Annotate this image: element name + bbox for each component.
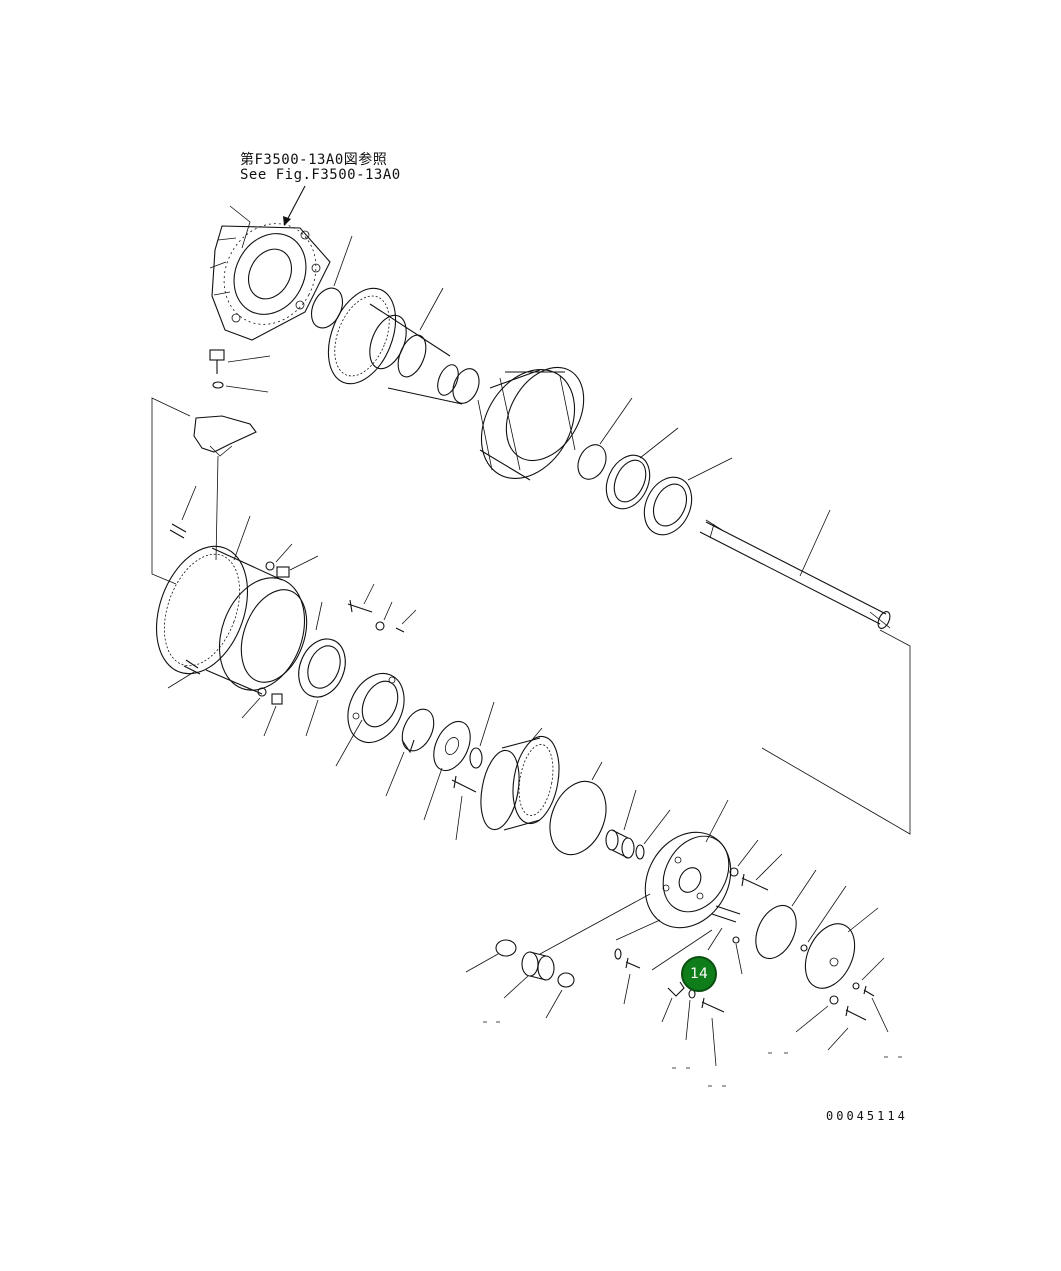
washer (852, 982, 860, 990)
plug (863, 985, 875, 997)
cover (804, 923, 856, 989)
part-callout-badge[interactable]: 14 (681, 956, 717, 992)
snap-ring (635, 844, 645, 860)
washer (375, 621, 385, 631)
bolt (701, 997, 725, 1013)
ball (614, 948, 622, 960)
nut (276, 566, 290, 578)
o-ring (549, 780, 607, 856)
nut (271, 693, 283, 705)
washer (212, 381, 224, 389)
bracket (193, 415, 257, 457)
washer (265, 561, 275, 571)
bolt (845, 1005, 867, 1021)
housing-flange (209, 205, 331, 341)
washer (257, 687, 267, 697)
plug (395, 627, 405, 633)
thrust-washer (433, 720, 471, 772)
bearing (643, 476, 693, 536)
bolt (209, 349, 225, 374)
bolt (741, 873, 769, 891)
bolt (451, 775, 477, 793)
floating-seal (605, 454, 651, 510)
clip (667, 981, 685, 997)
ball (732, 936, 740, 944)
reference-note-japanese: 第F3500-13A0図参照 (240, 152, 388, 168)
washer (829, 995, 839, 1005)
ring-gear-housing (477, 366, 585, 481)
reference-note-english: See Fig.F3500-13A0 (240, 167, 401, 183)
ring-gear (480, 735, 560, 831)
o-ring (577, 444, 607, 480)
plug (800, 944, 808, 952)
retainer (347, 673, 405, 743)
reference-leader-arrow (283, 185, 306, 226)
bolt (347, 599, 373, 613)
plug (495, 939, 517, 957)
pin (169, 523, 187, 539)
planet-carrier (644, 831, 732, 929)
brake-housing (155, 545, 308, 695)
carrier-shaft (327, 287, 480, 405)
needle-bearing (521, 951, 555, 981)
part-callout-number: 14 (690, 966, 708, 982)
bolt (183, 659, 201, 675)
axle-shaft (699, 519, 891, 629)
washer (729, 867, 739, 877)
coupling (401, 708, 435, 754)
planet-shaft (711, 905, 741, 923)
needle-bearing (605, 829, 635, 859)
drawing-number: 00045114 (826, 1109, 908, 1123)
bearing (469, 747, 483, 769)
o-ring (755, 904, 797, 960)
o-ring (310, 287, 344, 329)
gear (557, 972, 575, 988)
bearing (298, 638, 346, 698)
bolt (625, 957, 641, 969)
